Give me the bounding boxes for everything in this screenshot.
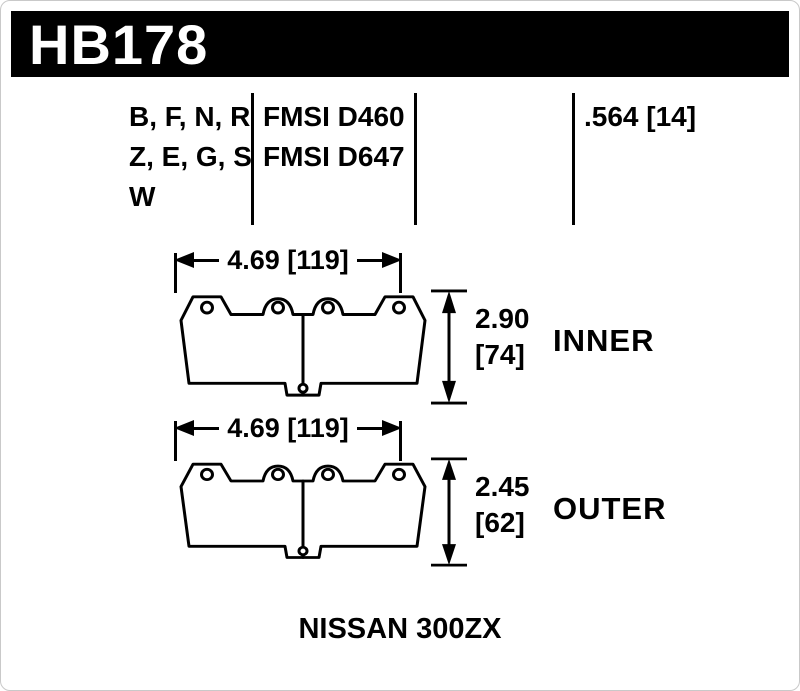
height-inches: 2.45 bbox=[475, 471, 530, 502]
outer-brake-pad-drawing bbox=[179, 462, 427, 560]
width-dimension-inner: 4.69 [119] bbox=[174, 245, 402, 293]
column-divider bbox=[572, 93, 575, 225]
dimension-line bbox=[194, 258, 220, 262]
inner-brake-pad-drawing bbox=[179, 295, 427, 397]
dimension-extension-line bbox=[399, 421, 402, 461]
dimension-line bbox=[194, 426, 220, 430]
arrowhead-left-icon bbox=[174, 252, 194, 268]
width-dimension-label: 4.69 [119] bbox=[227, 412, 349, 443]
pad-thickness: .564 [14] bbox=[584, 101, 697, 132]
height-dimension-arrow-inner bbox=[429, 289, 469, 405]
pad-position-label-inner: INNER bbox=[553, 323, 655, 358]
column-divider bbox=[251, 93, 254, 225]
fmsi-row: FMSI D460 bbox=[263, 101, 405, 132]
column-divider bbox=[414, 93, 417, 225]
vehicle-application: NISSAN 300ZX bbox=[298, 613, 502, 645]
height-dimension-arrow-outer bbox=[429, 457, 469, 567]
fmsi-row: FMSI D647 bbox=[263, 141, 405, 172]
header-bar: HB178 bbox=[11, 11, 789, 77]
part-number: HB178 bbox=[29, 12, 209, 76]
compound-row: B, F, N, R bbox=[129, 101, 251, 132]
dimension-line bbox=[356, 258, 382, 262]
arrowhead-right-icon bbox=[382, 252, 402, 268]
height-mm: [62] bbox=[475, 507, 525, 538]
height-dimension-label-inner: 2.90 [74] bbox=[475, 301, 530, 373]
compound-row: W bbox=[129, 181, 156, 212]
width-dimension-label: 4.69 [119] bbox=[227, 244, 349, 275]
compound-row: Z, E, G, S bbox=[129, 141, 252, 172]
arrowhead-right-icon bbox=[382, 420, 402, 436]
dimension-extension-line bbox=[399, 253, 402, 293]
dimension-line bbox=[356, 426, 382, 430]
pad-position-label-outer: OUTER bbox=[553, 491, 667, 526]
fmsi-numbers: FMSI D460 FMSI D647 bbox=[263, 97, 405, 177]
height-dimension-label-outer: 2.45 [62] bbox=[475, 469, 530, 541]
height-inches: 2.90 bbox=[475, 303, 530, 334]
width-dimension-outer: 4.69 [119] bbox=[174, 413, 402, 461]
height-mm: [74] bbox=[475, 339, 525, 370]
dimension-extension-line bbox=[174, 421, 177, 461]
dimension-extension-line bbox=[174, 253, 177, 293]
compound-codes: B, F, N, R Z, E, G, S W bbox=[129, 97, 252, 217]
arrowhead-left-icon bbox=[174, 420, 194, 436]
